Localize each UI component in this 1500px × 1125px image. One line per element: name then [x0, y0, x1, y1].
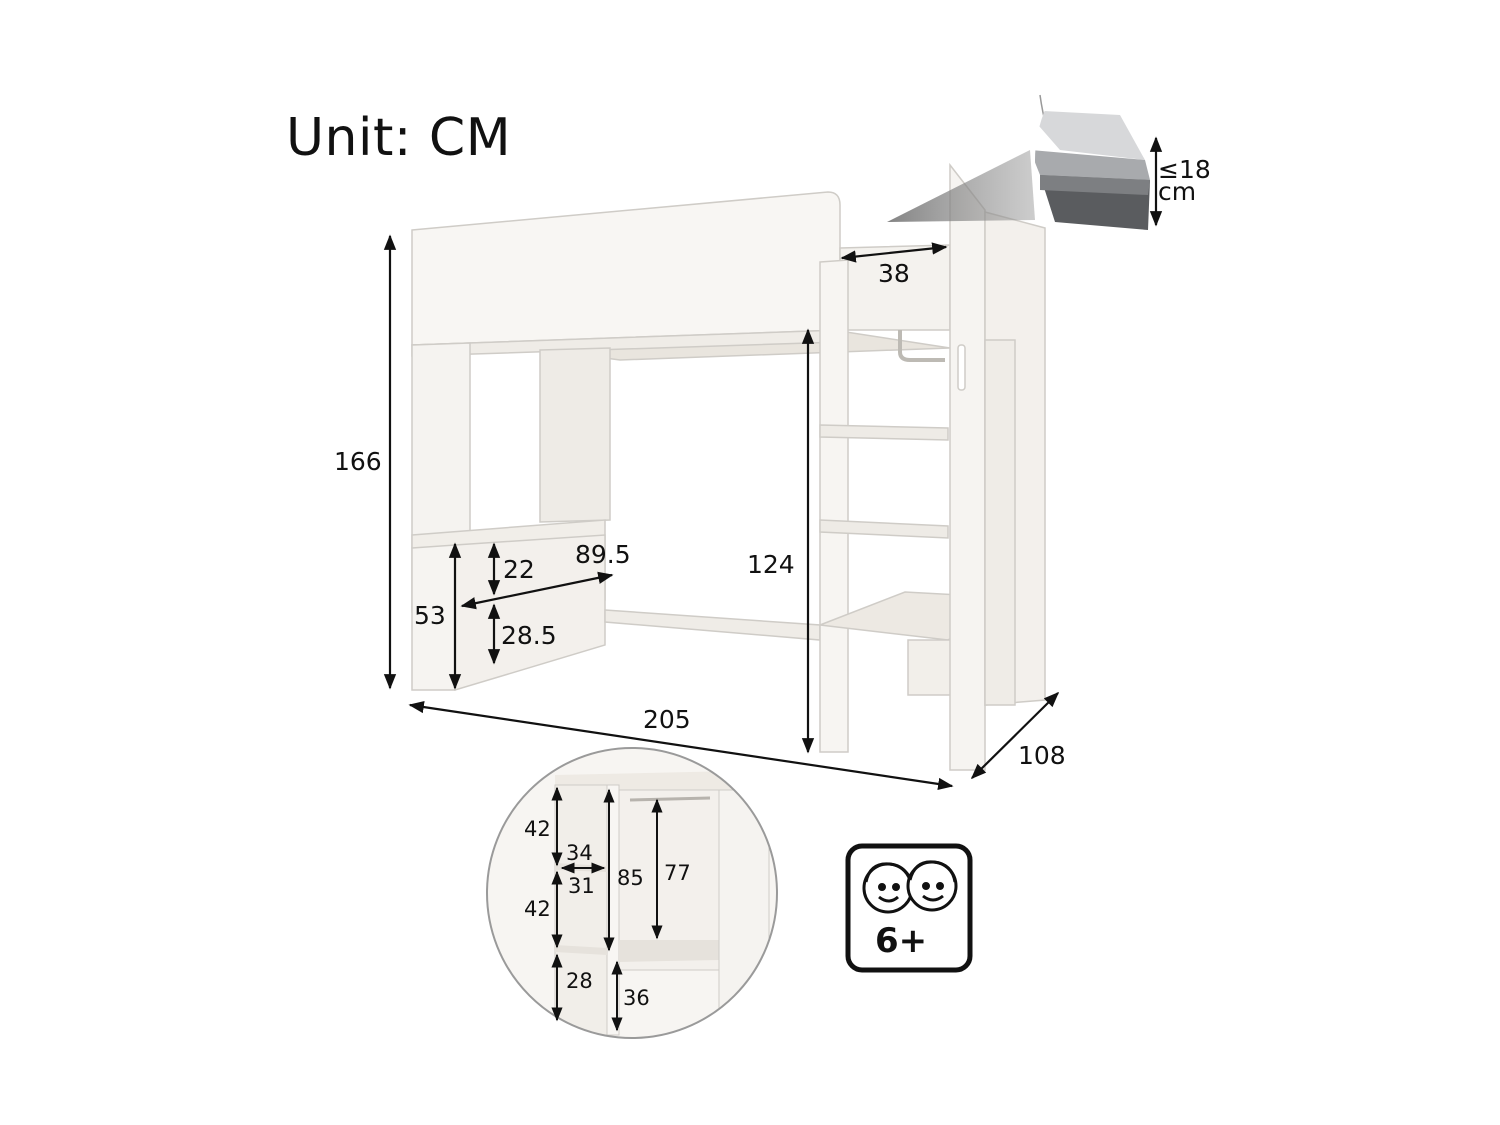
mattress-max-label: ≤18 [1158, 155, 1211, 184]
bottom-right-label: 36 [623, 986, 650, 1010]
height-label: 166 [334, 447, 382, 476]
mattress-inset [887, 30, 1290, 290]
desk-lower-label: 28.5 [501, 621, 557, 650]
shelf-upper-label: 42 [524, 817, 551, 841]
unit-title: Unit: CM [286, 108, 512, 168]
desk-upper-label: 22 [503, 555, 535, 584]
shelf-depth-label: 34 [566, 841, 593, 865]
age-label: 6+ [875, 921, 927, 961]
under-bed-height-label: 124 [747, 550, 795, 579]
age-badge: 6+ [845, 843, 973, 973]
dimension-lines [383, 136, 1163, 791]
loft-bed [411, 162, 1046, 771]
desk-height-label: 53 [414, 601, 446, 630]
guard-width-label: 38 [878, 259, 910, 288]
hanging-height-label: 77 [664, 861, 691, 885]
wardrobe-detail: 42 34 31 42 85 77 28 36 [486, 747, 778, 1039]
bottom-left-label: 28 [566, 969, 593, 993]
mattress-unit-label: cm [1158, 177, 1196, 206]
shelf-middle-label: 42 [524, 897, 551, 921]
children-faces-icon [862, 860, 958, 914]
width-label: 205 [643, 705, 691, 734]
column-height-label: 85 [617, 866, 644, 890]
depth-label: 108 [1018, 741, 1066, 770]
shelf-inner-label: 31 [568, 874, 595, 898]
desk-width-label: 89.5 [575, 540, 631, 569]
